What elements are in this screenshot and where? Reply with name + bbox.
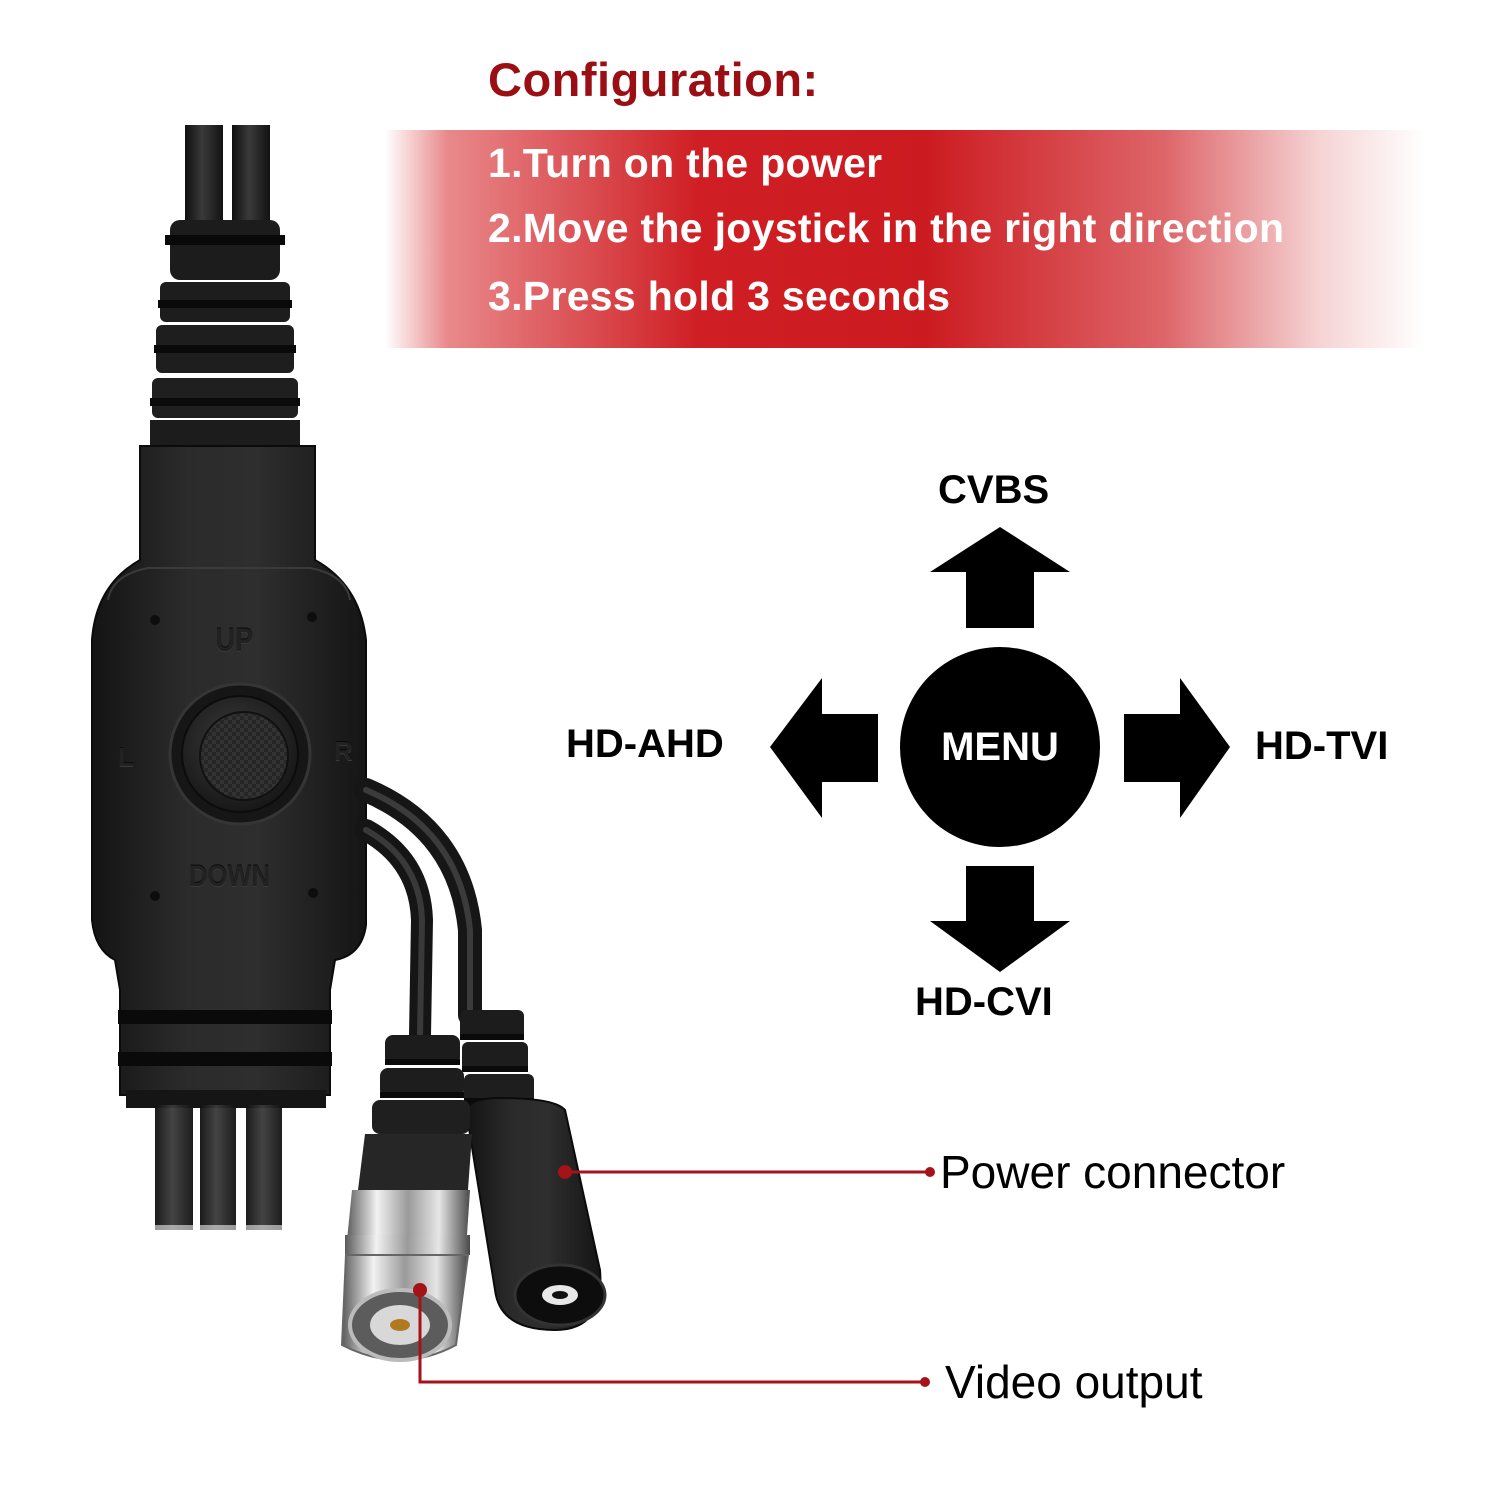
connector-cables bbox=[354, 778, 482, 1046]
menu-circle bbox=[900, 647, 1100, 847]
mode-cvbs-label: CVBS bbox=[938, 468, 1050, 512]
arrow-down-icon bbox=[930, 866, 1070, 972]
mode-hd-tvi-label: HD-TVI bbox=[1255, 724, 1389, 768]
bottom-cables bbox=[155, 1105, 285, 1245]
board-left-label: L bbox=[118, 742, 134, 772]
power-connector bbox=[460, 1010, 607, 1332]
strain-relief bbox=[150, 220, 300, 446]
screw-dots bbox=[150, 612, 318, 901]
video-output-label: Video output bbox=[945, 1356, 1203, 1408]
leader-dots bbox=[413, 1165, 935, 1387]
mode-hd-cvi-label: HD-CVI bbox=[915, 980, 1053, 1024]
configuration-step-2: 2.Move the joystick in the right directi… bbox=[488, 205, 1285, 251]
lower-bands bbox=[118, 1010, 332, 1108]
configuration-banner bbox=[385, 130, 1425, 348]
board-up-label: UP bbox=[215, 622, 254, 658]
arrow-right-icon bbox=[1124, 678, 1230, 818]
configuration-step-3: 3.Press hold 3 seconds bbox=[488, 273, 951, 319]
direction-arrows bbox=[770, 527, 1230, 972]
menu-label: MENU bbox=[941, 725, 1059, 769]
mode-hd-ahd-label: HD-AHD bbox=[566, 722, 724, 766]
board-down-label: DOWN bbox=[189, 860, 270, 893]
leader-lines bbox=[418, 1170, 930, 1384]
configuration-title: Configuration: bbox=[488, 53, 819, 106]
configuration-step-1: 1.Turn on the power bbox=[488, 140, 883, 186]
power-connector-label: Power connector bbox=[940, 1146, 1286, 1198]
board-right-label: R bbox=[334, 736, 353, 766]
bnc-video-connector bbox=[340, 1035, 472, 1362]
joystick-knob[interactable] bbox=[168, 682, 312, 826]
arrow-left-icon bbox=[770, 678, 878, 818]
arrow-up-icon bbox=[930, 527, 1070, 628]
